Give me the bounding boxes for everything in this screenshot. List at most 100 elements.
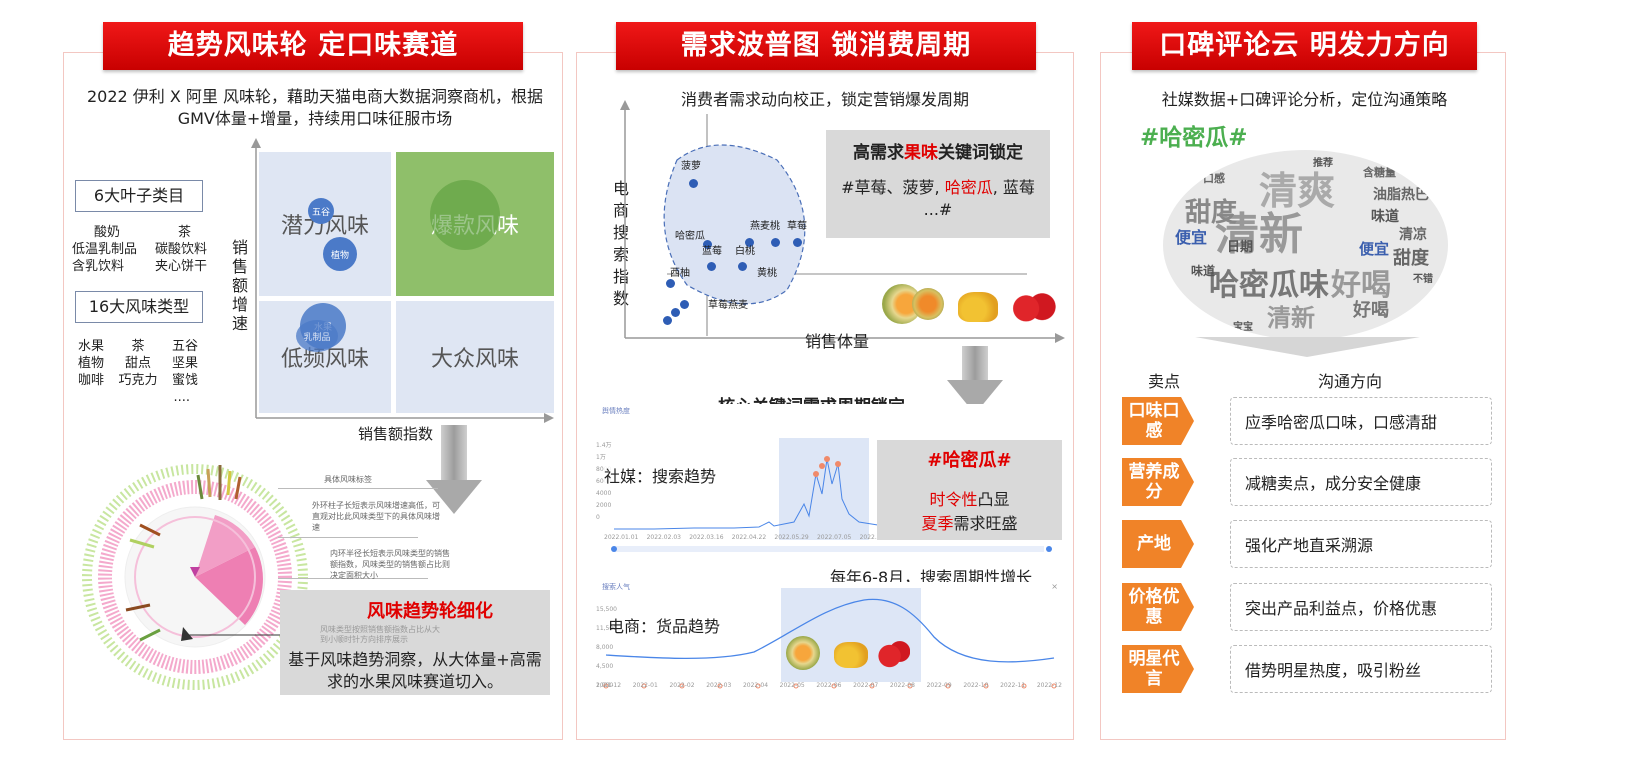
cloud-word: 便宜	[1175, 228, 1208, 247]
ecom-label: 电商：货品趋势	[608, 617, 721, 636]
kw-label: 黄桃	[757, 268, 777, 279]
kw-dot	[703, 240, 712, 249]
fruit-image	[882, 284, 1057, 326]
flavor-type-box: 16大风味类型	[75, 291, 203, 323]
kw-dot	[707, 262, 716, 271]
quadrant-x-axis-label: 销售额指数	[358, 425, 434, 443]
flavor-item: 巧克力	[118, 373, 158, 388]
kw-dot	[745, 238, 754, 247]
hashtag: #哈密瓜#	[1140, 125, 1248, 151]
tag-celebrity: 明星代言	[1122, 645, 1194, 693]
cloud-word: 宝宝	[1233, 322, 1253, 333]
bubble-grain: 五谷	[308, 198, 334, 224]
col-selling-point: 卖点	[1148, 372, 1181, 391]
middle-description: 消费者需求动向校正，锁定营销爆发周期	[680, 90, 969, 109]
wheel-note-label: 具体风味标签	[324, 475, 372, 484]
social-y-ticks: 1.4万1万80006000400020000	[596, 442, 612, 521]
kw-label: 西柚	[670, 268, 690, 279]
social-line	[611, 456, 1052, 552]
hami-line1: 时令性凸显	[929, 490, 1010, 509]
left-description: 2022 伊利 X 阿里 风味轮，藉助天猫电商大数据洞察商机，根据GMV体量+增…	[86, 87, 544, 128]
left-banner: 趋势风味轮 定口味赛道	[103, 22, 523, 70]
tag-taste: 口味口感	[1122, 397, 1194, 445]
keyword-lock-box: 高需求果味关键词锁定 #草莓、菠萝, 哈密瓜, 蓝莓 ...#	[826, 130, 1050, 238]
leaf-item: 茶	[177, 225, 191, 240]
word-cloud: 清新 清爽 哈密瓜味 好喝 甜度 便宜 日期 味道 清凉 油脂热巴 含糖量 口感…	[1163, 150, 1448, 340]
cloud-word: 好喝	[1353, 300, 1389, 321]
bubble-axes	[620, 100, 1065, 343]
leaf-item: 酸奶	[94, 225, 121, 240]
flavor-wheel	[82, 464, 308, 690]
cloud-word: 含糖量	[1363, 166, 1396, 179]
cloud-word: 甜度	[1393, 248, 1429, 269]
pineapple-icon	[834, 642, 868, 668]
cloud-word: 味道	[1191, 264, 1216, 278]
tag-nutrition: 营养成分	[1122, 458, 1194, 506]
cloud-word: 好喝	[1331, 268, 1391, 303]
kw-label: 菠萝	[681, 161, 701, 172]
col-communication: 沟通方向	[1318, 372, 1383, 391]
flavor-item: 水果	[78, 339, 105, 354]
flavor-item: 坚果	[171, 356, 198, 371]
kw-dot	[671, 308, 680, 317]
cloud-word: 清爽	[1259, 169, 1336, 213]
quadrant-divider	[259, 298, 554, 299]
wheel-leader-lines	[278, 482, 438, 582]
wheel-note-order: 风味类型按照销售额指数占比从大到小顺时针方向排序展示	[320, 625, 440, 644]
wheel-callout: 风味趋势轮细化 风味类型按照销售额指数占比从大到小顺时针方向排序展示 基于风味趋…	[280, 590, 550, 695]
hami-line2: 夏季需求旺盛	[921, 514, 1018, 533]
kw-label: 白桃	[735, 246, 755, 257]
mid-arrow-shaft	[962, 346, 988, 386]
social-label: 社媒：搜索趋势	[604, 463, 717, 487]
cloud-word: 甜度	[1185, 198, 1238, 228]
flavor-ellipsis: ....	[173, 390, 190, 405]
callout-text: 基于风味趋势洞察，从大体量+高需求的水果风味赛道切入。	[288, 650, 542, 691]
quadrant-axes	[251, 138, 554, 423]
kw-box-title: 高需求果味关键词锁定	[853, 143, 1023, 163]
melon-icon	[786, 636, 820, 670]
ecom-chart-title: 搜索人气	[602, 583, 630, 591]
middle-banner: 需求波普图 锁消费周期	[616, 22, 1036, 70]
kw-box-list: #草莓、菠萝, 哈密瓜, 蓝莓 ...#	[841, 178, 1035, 219]
leaf-item: 夹心饼干	[154, 259, 207, 274]
melon-slice-icon	[912, 288, 944, 320]
cloud-word: 清新	[1215, 209, 1303, 260]
row-origin: 强化产地直采溯源	[1230, 520, 1492, 568]
flavor-item: 咖啡	[78, 373, 105, 388]
quadrant-y-axis-label: 销售额增速	[231, 238, 248, 333]
social-highlight	[779, 438, 869, 540]
kw-dot	[666, 279, 675, 288]
right-description: 社媒数据+口碑评论分析，定位沟通策略	[1161, 90, 1448, 109]
wheel-note-inner: 内环半径长短表示风味类型的销售额指数，风味类型的销售额占比则决定面积大小	[330, 549, 450, 580]
cloud-word: 日期	[1227, 240, 1254, 255]
leaf-category-box: 6大叶子类目	[75, 180, 203, 212]
strawberry-icon	[876, 638, 910, 668]
flavor-item: 五谷	[171, 339, 198, 354]
kw-dot	[663, 316, 672, 325]
left-arrow-down-icon	[426, 480, 482, 514]
kw-dot	[738, 262, 747, 271]
flavor-item: 甜点	[124, 356, 151, 371]
flavor-item: 蜜饯	[171, 373, 198, 388]
cloud-word: 油脂热巴	[1373, 187, 1429, 203]
hami-tag: #哈密瓜#	[927, 450, 1012, 471]
quadrant-mass: 大众风味	[396, 301, 554, 413]
kw-label: 草莓燕麦	[708, 300, 748, 311]
callout-title: 风味趋势轮细化	[367, 601, 493, 622]
flavor-item: 茶	[131, 339, 145, 354]
cloud-word: 便宜	[1359, 240, 1390, 258]
wheel-note-outer: 外环柱子长短表示风味增速高低，可直观对比此风味类型下的具体风味增速	[312, 501, 440, 532]
bubble-plant: 植物	[323, 237, 357, 271]
cloud-word: 不错	[1413, 274, 1433, 285]
bubble-x-axis-label: 销售体量	[805, 332, 870, 351]
ecom-close-icon[interactable]: ×	[1051, 582, 1058, 591]
flavor-item: 植物	[78, 356, 105, 371]
cloud-word: 味道	[1371, 209, 1399, 225]
cloud-word: 清新	[1267, 304, 1315, 332]
kw-dot	[771, 238, 780, 247]
kw-label: 草莓	[787, 221, 807, 232]
kw-dot	[680, 300, 689, 309]
